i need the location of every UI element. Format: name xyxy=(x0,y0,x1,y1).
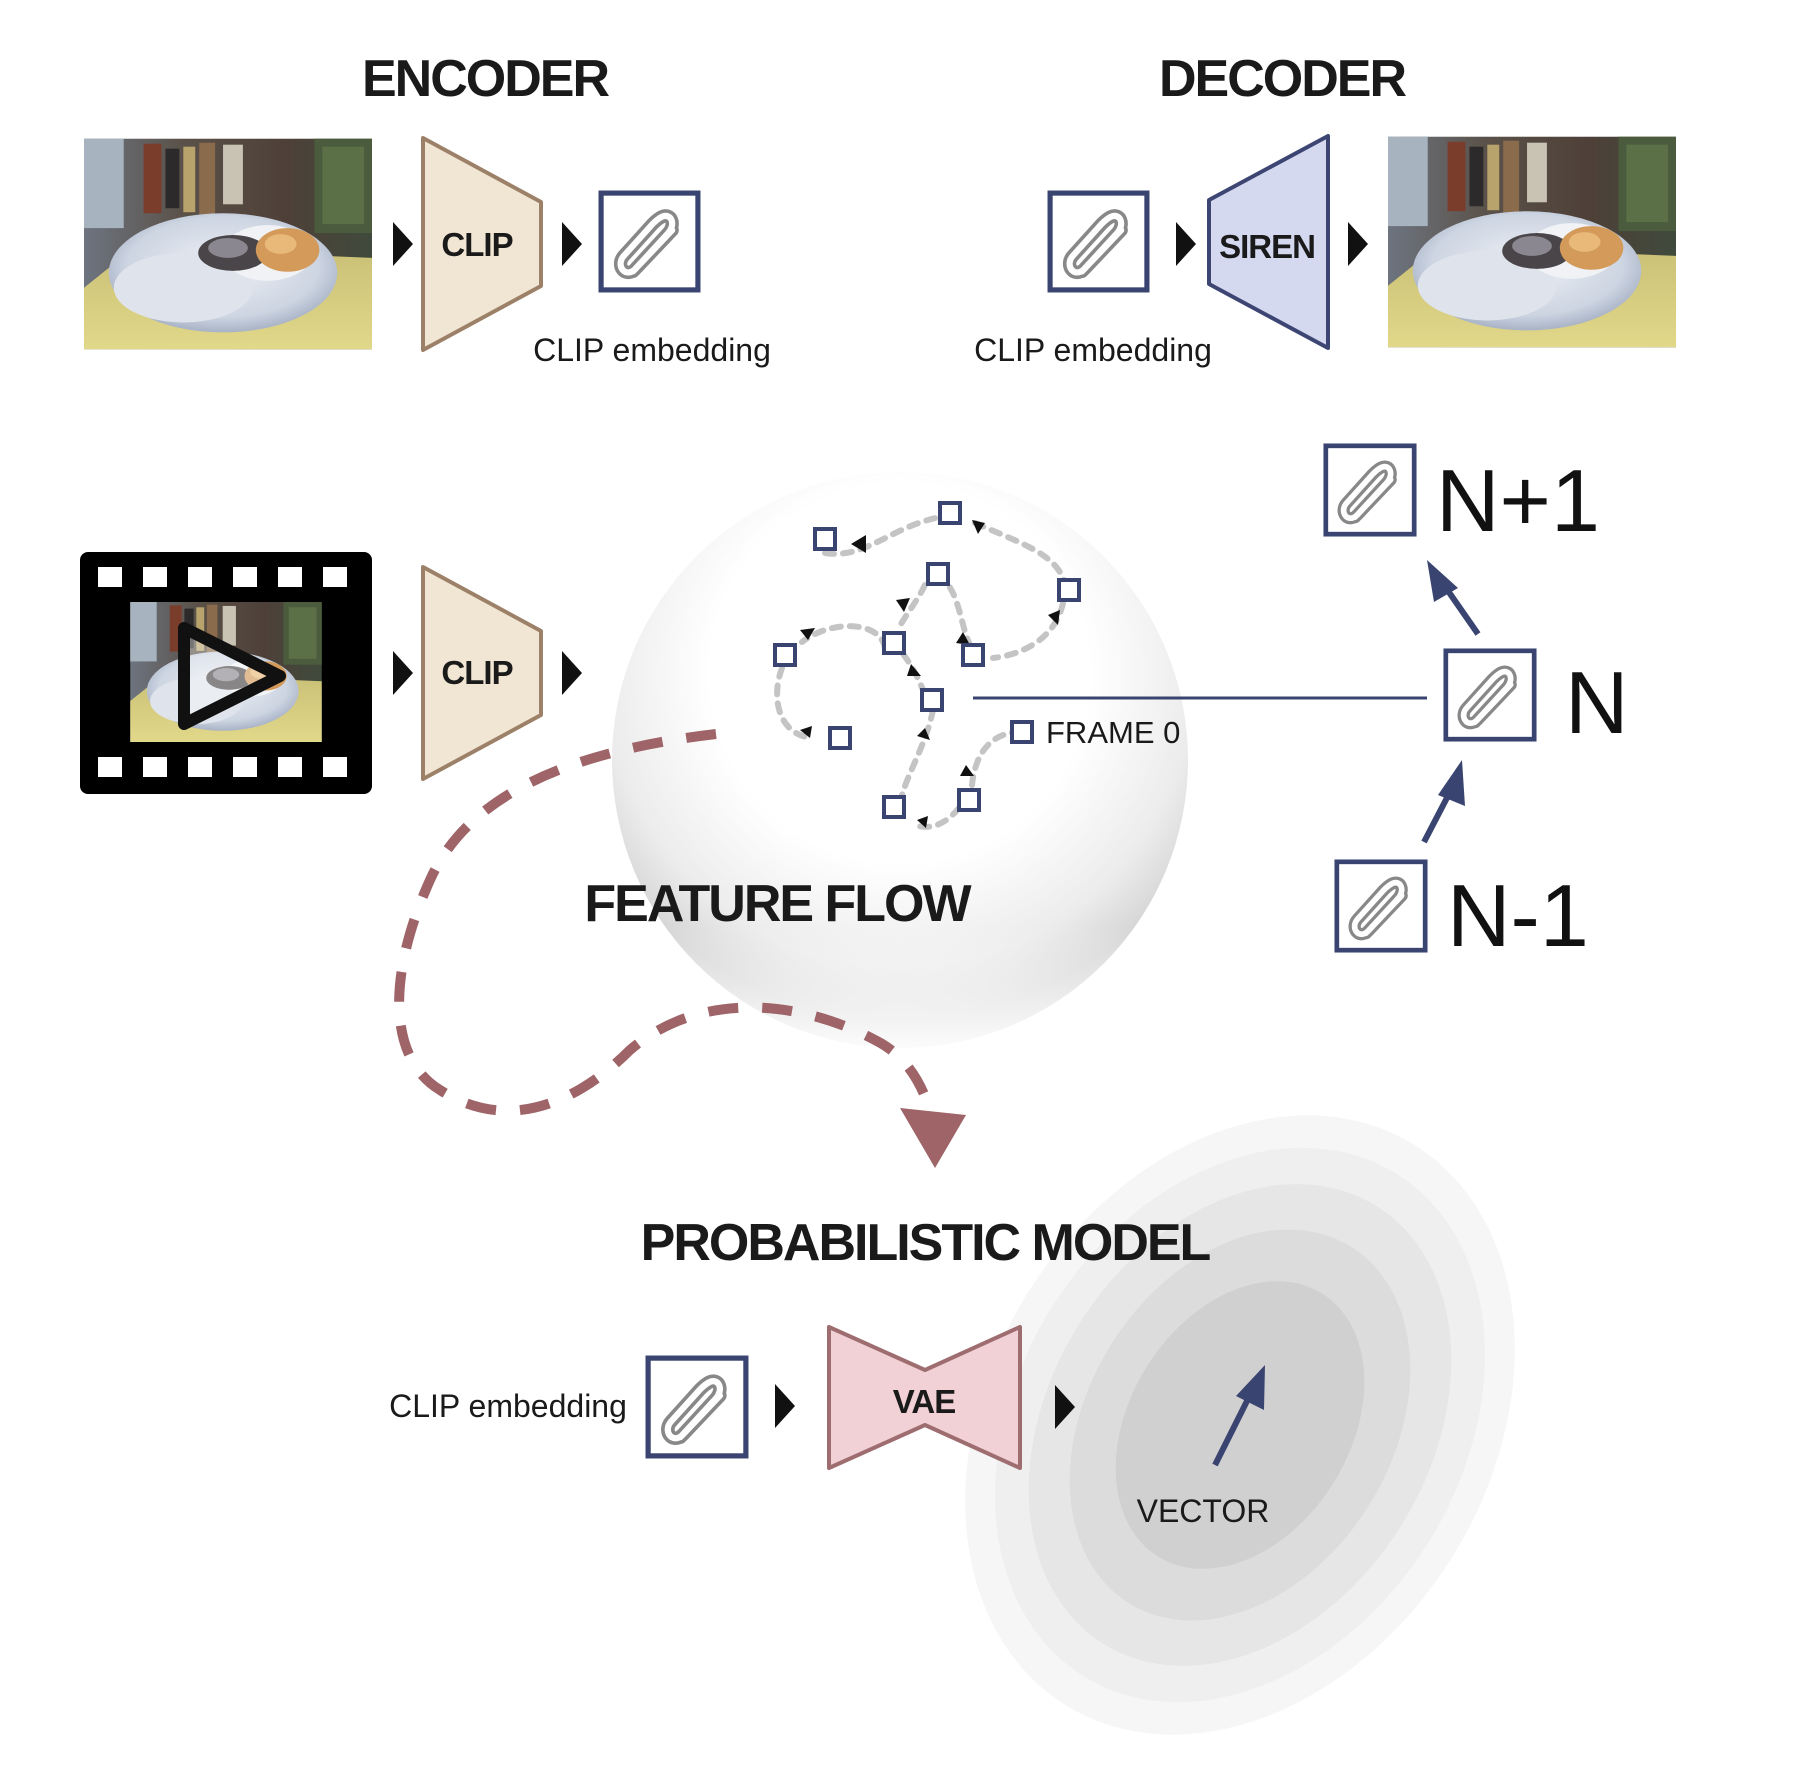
encoder-clip-embedding-icon xyxy=(601,193,698,290)
encoder-arrow-2 xyxy=(562,222,582,266)
decoder-title: DECODER xyxy=(1159,50,1406,108)
feature-sphere xyxy=(492,472,1200,1060)
feature-node xyxy=(920,688,944,712)
encoder-title: ENCODER xyxy=(362,50,609,108)
feature-node xyxy=(1057,578,1081,602)
encoder-input-photo xyxy=(84,138,372,350)
feature-node xyxy=(957,788,981,812)
vector-arrow xyxy=(1212,1393,1253,1467)
prob-clip-embedding-icon xyxy=(648,1358,746,1456)
video-filmstrip-icon xyxy=(80,552,372,794)
prob-embedding-caption: CLIP embedding xyxy=(389,1388,627,1424)
feature-node xyxy=(882,631,906,655)
feature-clip-label: CLIP xyxy=(441,654,512,691)
feature-node xyxy=(926,562,950,586)
encoder-arrow-1 xyxy=(393,222,413,266)
feature-trajectory-arrowheads xyxy=(800,520,1060,828)
feature-node xyxy=(1010,720,1034,744)
decoder-arrow-1 xyxy=(1176,222,1196,266)
n-embedding-icon xyxy=(1446,651,1534,739)
vae-block xyxy=(827,1325,1022,1470)
decoder-output-photo xyxy=(1388,136,1676,348)
flow-to-probabilistic-model-path xyxy=(394,729,935,1116)
latent-distribution xyxy=(965,1115,1515,1735)
frame-0-label: FRAME 0 xyxy=(1046,715,1180,750)
n-minus-1-label: N-1 xyxy=(1447,866,1589,965)
n-plus-1-embedding-icon xyxy=(1326,446,1414,534)
n-minus-1-embedding-icon xyxy=(1337,862,1425,950)
prob-arrow-1 xyxy=(775,1384,795,1428)
feature-node xyxy=(813,527,837,551)
encoder-clip-block xyxy=(421,136,543,352)
n-plus-1-label: N+1 xyxy=(1436,451,1600,550)
feature-node xyxy=(773,643,797,667)
encoder-clip-label: CLIP xyxy=(441,226,512,263)
vector-arrowhead xyxy=(1236,1365,1265,1410)
n-label: N xyxy=(1565,653,1629,752)
flow-to-probabilistic-model-arrowhead xyxy=(900,1108,966,1168)
feature-node xyxy=(938,501,962,525)
n-to-n-plus-1-arrowhead xyxy=(1427,560,1458,602)
n-minus-1-to-n-arrow xyxy=(1421,790,1453,844)
decoder-clip-embedding-icon xyxy=(1050,193,1147,290)
feature-node xyxy=(882,795,906,819)
feature-node xyxy=(828,726,852,750)
vector-label: VECTOR xyxy=(1137,1493,1270,1529)
decoder-embedding-caption: CLIP embedding xyxy=(974,332,1212,368)
decoder-arrow-2 xyxy=(1348,222,1368,266)
decoder-siren-label: SIREN xyxy=(1219,228,1315,265)
feature-clip-block xyxy=(421,565,543,781)
decoder-siren-block xyxy=(1207,134,1330,350)
vae-label: VAE xyxy=(893,1383,955,1420)
feature-node xyxy=(961,643,985,667)
n-minus-1-to-n-arrowhead xyxy=(1438,760,1465,806)
encoder-embedding-caption: CLIP embedding xyxy=(533,332,771,368)
feature-arrow-1 xyxy=(393,651,413,695)
feature-nodes xyxy=(773,501,1081,819)
probabilistic-model-title: PROBABILISTIC MODEL xyxy=(641,1214,1211,1272)
feature-flow-title: FEATURE FLOW xyxy=(584,875,972,933)
